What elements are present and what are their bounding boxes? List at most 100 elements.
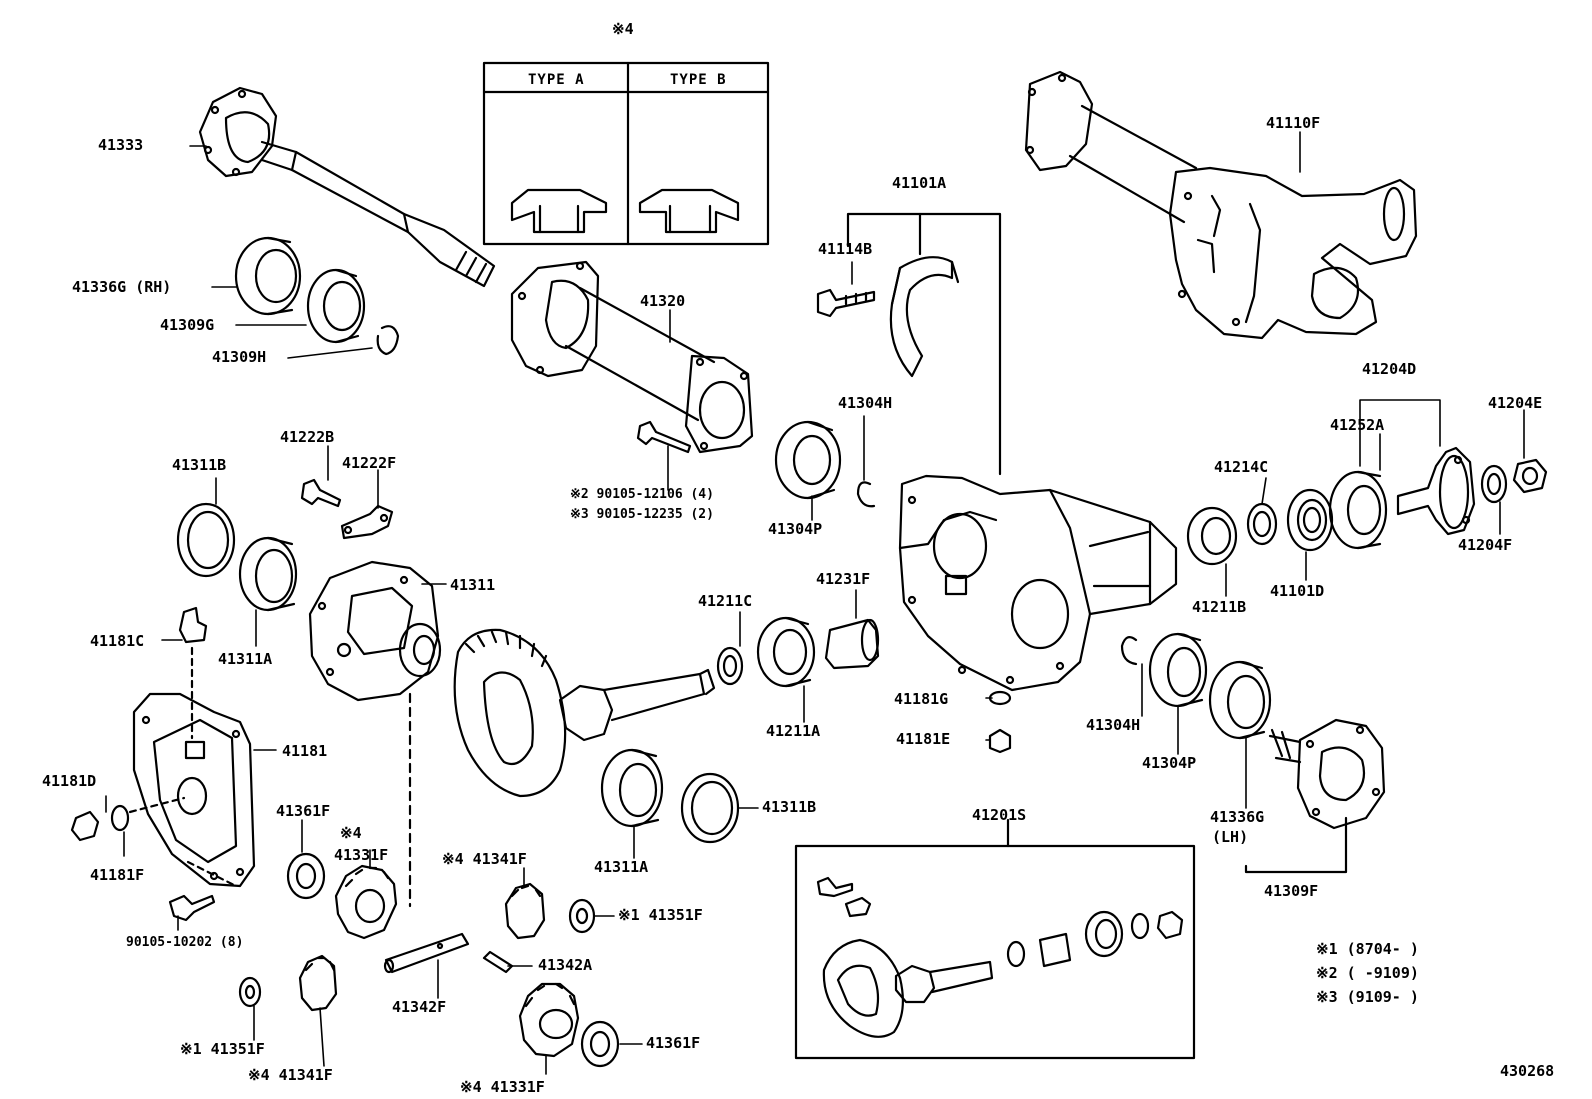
bearing-41304P-lower [1150, 634, 1206, 706]
callout: 41181D [42, 772, 97, 790]
callout: 41304P [1142, 754, 1197, 772]
leader-lines [106, 132, 1524, 1074]
inset-mark: ※4 [612, 20, 634, 38]
callout: 41181C [90, 632, 145, 650]
type-inset-box [484, 63, 768, 244]
gasket-41181G [990, 692, 1010, 704]
callout: 41309G [160, 316, 215, 334]
callout: 41201S [972, 806, 1027, 824]
type-b-label: TYPE B [670, 72, 727, 88]
bearing-41309G [308, 270, 364, 342]
callout: 90105-10202 (8) [126, 935, 244, 950]
bolt-90105 [638, 422, 690, 452]
ring-gear-and-pinion [455, 630, 714, 796]
kit-box-41201S [796, 846, 1194, 1058]
callout: 41101A [892, 174, 947, 192]
callout: 41331F [334, 846, 389, 864]
callout: 41311A [218, 650, 273, 668]
callout: 41361F [646, 1034, 701, 1052]
axle-shaft-flange-41309F [1270, 720, 1384, 828]
spacer-41231F [826, 620, 878, 668]
cover-41181 [130, 694, 254, 886]
companion-flange-41204D [1398, 448, 1474, 534]
spacer-41214C [1248, 504, 1276, 544]
callout: 41320 [640, 292, 686, 310]
thrust-washer-41361F-upper [288, 854, 324, 898]
callout: 41336G (RH) [72, 278, 172, 296]
callout: 41211B [1192, 598, 1247, 616]
bearing-41211A [758, 618, 814, 686]
callout: 41214C [1214, 458, 1269, 476]
callout: ※3 90105-12235 (2) [570, 507, 714, 522]
callout: 41311A [594, 858, 649, 876]
callout: 41311 [450, 576, 496, 594]
washer-41351F-right [570, 900, 594, 932]
snap-ring-41309H [378, 326, 398, 354]
callout: 41304H [838, 394, 893, 412]
callout: 41181F [90, 866, 145, 884]
callout: 41336G [1210, 808, 1265, 826]
callout: 41361F [276, 802, 331, 820]
legend-line-1: ※1 (8704- ) [1316, 940, 1419, 958]
callout: 41110F [1266, 114, 1321, 132]
plug-41181E [990, 730, 1010, 752]
callout: ※4 [340, 824, 362, 842]
callout: ※1 41351F [180, 1040, 265, 1058]
callout: ※4 41341F [442, 850, 527, 868]
callout: ※1 41351F [618, 906, 703, 924]
callout: 41311B [762, 798, 817, 816]
callout: 41204D [1362, 360, 1417, 378]
washer-41181F [112, 806, 128, 830]
callout: ※4 41331F [460, 1078, 545, 1096]
bearing-41304P-upper [776, 422, 840, 498]
thrust-washer-41361F-lower [582, 1022, 618, 1066]
axle-shaft-41333 [200, 88, 494, 286]
bolt-41222B [302, 480, 340, 506]
carrier-assembly-41110F [1026, 72, 1416, 338]
callout: 41181G [894, 690, 949, 708]
callout: 41181 [282, 742, 328, 760]
callout: 41211C [698, 592, 753, 610]
callout: 41101D [1270, 582, 1325, 600]
snap-ring-41304H-upper [858, 482, 874, 506]
side-gear-41331F-upper [336, 866, 396, 938]
callout: 41222F [342, 454, 397, 472]
callout: 41204F [1458, 536, 1513, 554]
callout: 41342F [392, 998, 447, 1016]
side-gear-41331F-lower [520, 984, 578, 1056]
callout: ※4 41341F [248, 1066, 333, 1084]
nut-41204E [1514, 460, 1546, 492]
bolt-90105-10202 [170, 896, 214, 920]
legend-line-3: ※3 (9109- ) [1316, 988, 1419, 1006]
washer-41351F-left [240, 978, 260, 1006]
callout: (LH) [1212, 828, 1249, 846]
callout: 41211A [766, 722, 821, 740]
bolt-41114B [818, 290, 874, 316]
callout: 41304P [768, 520, 823, 538]
callout: ※2 90105-12106 (4) [570, 487, 714, 502]
seal-41101D [1288, 490, 1332, 550]
bearing-41336G [236, 238, 300, 314]
callout: 41333 [98, 136, 144, 154]
callout: 41252A [1330, 416, 1385, 434]
bearing-cap-41101A [891, 257, 958, 376]
pinion-41341F-lower [300, 956, 336, 1010]
seal-41311B-upper [178, 504, 234, 576]
lock-plate-41222F [342, 506, 392, 538]
bearing-41336G-LH [1210, 662, 1270, 738]
snap-ring-41304H-lower [1122, 637, 1136, 664]
pinion-41341F-upper [506, 884, 544, 938]
callout: 41204E [1488, 394, 1543, 412]
callout: 41311B [172, 456, 227, 474]
plug-41181D [72, 812, 98, 840]
diagram-number: 430268 [1500, 1062, 1555, 1080]
plug-41181C [180, 608, 206, 642]
kit-parts-41201S [818, 878, 1182, 1037]
spacer-41211C [718, 648, 742, 684]
legend-line-2: ※2 ( -9109) [1316, 964, 1419, 982]
callout: 41181E [896, 730, 951, 748]
callout: 41342A [538, 956, 593, 974]
seal-41311B-lower [682, 774, 738, 842]
bearing-41211B [1188, 508, 1236, 564]
